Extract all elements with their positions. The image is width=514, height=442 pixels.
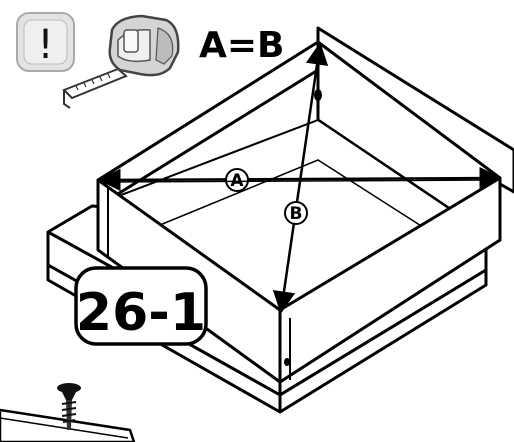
step-number: 26-1: [76, 283, 206, 343]
equation-label: A=B: [199, 25, 284, 66]
warning-icon: !: [16, 12, 75, 72]
floor-cross-line: [111, 179, 489, 183]
screw-icon: [0, 383, 136, 442]
diagonal-b-label: B: [290, 204, 303, 224]
diagonal-b: B: [272, 42, 329, 314]
tape-measure-icon: [62, 14, 180, 109]
step-badge: 26-1: [74, 266, 208, 346]
warning-symbol: !: [37, 22, 53, 68]
